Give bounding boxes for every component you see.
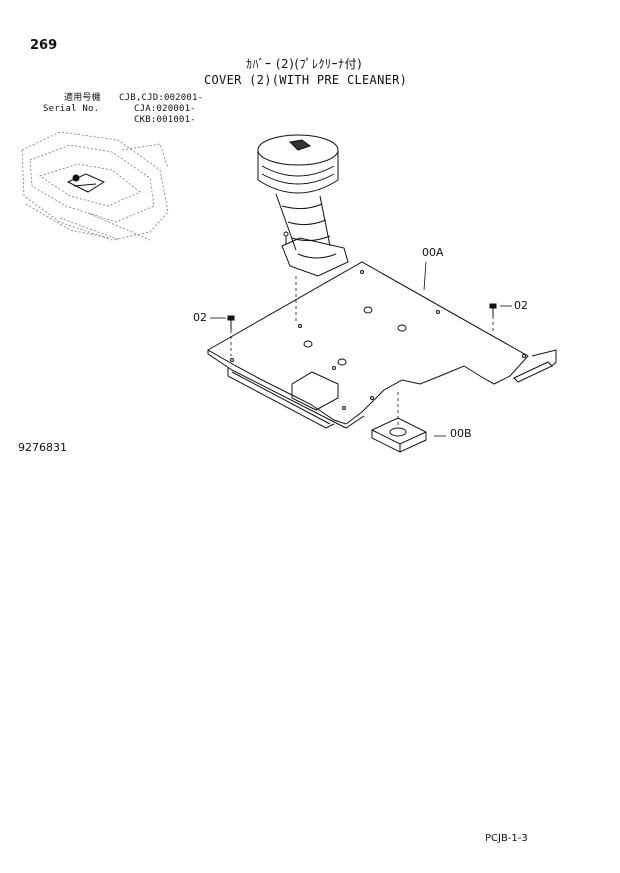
bolt-left xyxy=(227,315,235,330)
machine-overview-illustration xyxy=(21,131,169,241)
callout-00a: 00A xyxy=(422,246,444,259)
side-bracket xyxy=(513,349,557,383)
leader-lines xyxy=(210,261,512,437)
callout-02-left: 02 xyxy=(193,311,207,324)
serial-label-japanese: 適用号機 xyxy=(64,93,101,103)
callout-00b: 00B xyxy=(450,427,472,440)
figure-number: 9276831 xyxy=(18,441,67,454)
page-code: PCJB-1-3 xyxy=(485,833,528,844)
page-title-english: COVER (2)(WITH PRE CLEANER) xyxy=(204,73,408,87)
page-title-japanese: ｶﾊﾞｰ (2)(ﾌﾟﾚｸﾘｰﾅ付) xyxy=(246,57,363,71)
rubber-pad xyxy=(371,417,427,453)
bolt-right xyxy=(489,303,497,316)
serial-range-1: CJB,CJD:002001- xyxy=(119,93,204,103)
serial-label-english: Serial No. xyxy=(43,104,100,114)
page-number: 269 xyxy=(30,38,58,53)
serial-range-2: CJA:020001- xyxy=(134,104,196,114)
pre-cleaner xyxy=(257,134,349,277)
serial-range-3: CKB:001001- xyxy=(134,115,196,125)
assembly-dashed-lines xyxy=(230,276,494,428)
callout-02-right: 02 xyxy=(514,299,528,312)
cover-plate xyxy=(206,261,529,429)
machine-overview-highlight xyxy=(66,173,106,193)
